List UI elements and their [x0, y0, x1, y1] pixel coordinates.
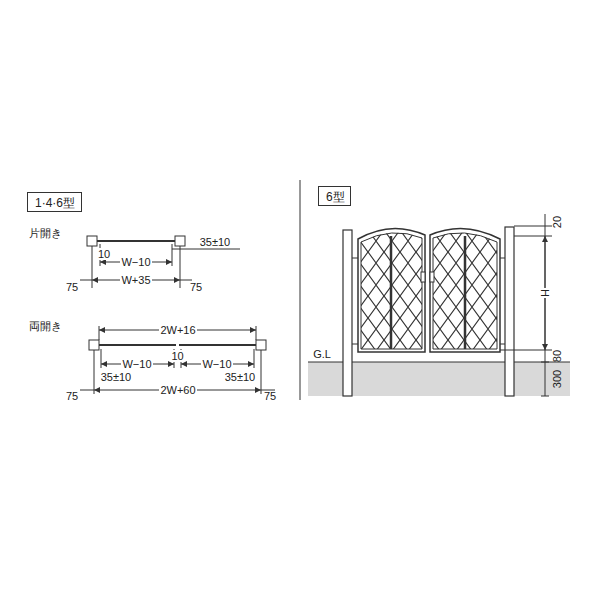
- dimension: 2W+16: [159, 324, 196, 336]
- drawing-line: [545, 214, 546, 396]
- dimension: 20: [551, 215, 563, 229]
- drawing-line: [541, 396, 549, 397]
- drawing-rect: [175, 236, 185, 246]
- drawing-line: [172, 249, 240, 250]
- view-label: 両開き: [28, 320, 63, 332]
- dimension: W−10: [201, 358, 232, 370]
- drawing-line: [541, 362, 549, 363]
- drawing-path: [361, 233, 422, 349]
- dimension: 75: [189, 281, 203, 293]
- drawing-line: [514, 236, 552, 237]
- drawing-line: [390, 236, 393, 349]
- divider-line: [300, 180, 301, 400]
- drawing-rect: [256, 340, 266, 350]
- drawing-line: [464, 236, 467, 349]
- dimension: 35±10: [100, 371, 133, 383]
- drawing-line: [94, 350, 95, 394]
- heading-box: 1·4·6型: [27, 192, 82, 212]
- heading-box: 6型: [318, 186, 351, 206]
- drawing-line: [180, 246, 181, 288]
- dimension: 35±10: [199, 236, 232, 248]
- drawing-rect: [343, 230, 352, 396]
- drawing-path: [358, 228, 425, 352]
- dimension: 75: [263, 390, 277, 402]
- single-plan: [80, 236, 240, 288]
- dimension: 75: [65, 281, 79, 293]
- drawing-line: [256, 326, 257, 340]
- dimension: 10: [97, 248, 111, 260]
- dimension: 80: [551, 349, 563, 363]
- view-label: 片開き: [28, 227, 63, 239]
- drawing-rect: [430, 272, 434, 282]
- drawing-rect: [89, 340, 99, 350]
- drawing-rect: [358, 230, 425, 352]
- drawing-line: [180, 280, 192, 281]
- drawing-line: [261, 350, 262, 394]
- drawing-line: [172, 244, 173, 266]
- drawing-rect: [87, 236, 97, 246]
- drawing-line: [97, 240, 175, 242]
- drawing-line: [101, 349, 102, 368]
- drawing-line: [99, 344, 176, 346]
- heading-text: 1·4·6型: [35, 196, 74, 210]
- height-dimensions: [500, 214, 552, 396]
- ground-label: G.L: [312, 348, 332, 360]
- drawing-line: [80, 280, 92, 281]
- drawing-rect: [505, 227, 514, 396]
- drawing-line: [80, 390, 94, 391]
- dimension: 2W+60: [159, 384, 196, 396]
- heading-text: 6型: [326, 190, 343, 204]
- drawing-line: [352, 344, 358, 345]
- dimension: 75: [65, 390, 79, 402]
- drawing-line: [179, 344, 256, 346]
- drawing-line: [99, 326, 100, 340]
- dimension: H: [539, 288, 551, 298]
- gate-elevation: [343, 227, 514, 396]
- dimension: W+35: [120, 274, 151, 286]
- dimension: 35±10: [224, 371, 257, 383]
- drawing-line: [92, 246, 93, 288]
- dimension: 300: [551, 369, 563, 389]
- drawing-line: [500, 350, 552, 351]
- drawing-path: [430, 228, 500, 352]
- dimension: W−10: [120, 256, 151, 268]
- drawing-rect: [430, 230, 500, 352]
- dimension: 10: [170, 350, 184, 362]
- drawing-path: [433, 233, 497, 349]
- drawing-line: [352, 258, 358, 259]
- drawing-line: [254, 349, 255, 368]
- drawing-line: [514, 226, 552, 227]
- dimension: W−10: [121, 358, 152, 370]
- drawing-rect: [421, 272, 425, 282]
